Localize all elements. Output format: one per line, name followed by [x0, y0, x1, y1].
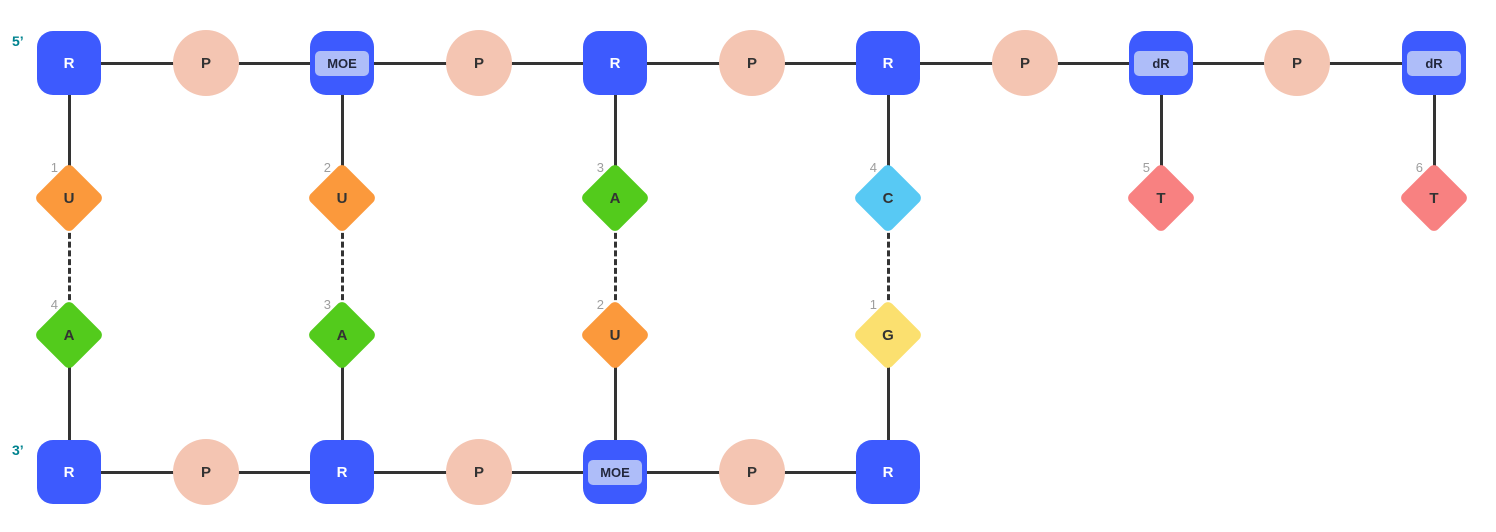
phosphate-label: P [473, 463, 484, 481]
phosphate-label: P [746, 54, 757, 72]
base-position-number: 3 [596, 160, 604, 175]
sugar-node-dr[interactable]: dR [1129, 31, 1193, 95]
glycosidic-bond-line [1159, 63, 1163, 198]
modified-sugar-pill-label: dR [1134, 50, 1188, 76]
base-letter: C [882, 189, 894, 207]
sugar-label: R [63, 463, 75, 481]
sugar-node-r[interactable]: R [37, 31, 101, 95]
base-pair-bond-line [67, 198, 71, 335]
base-position-number: 1 [869, 297, 877, 312]
base-position-number: 3 [323, 297, 331, 312]
base-position-number: 4 [50, 297, 58, 312]
base-letter: A [609, 189, 621, 207]
phosphate-node-p[interactable]: P [446, 30, 512, 96]
sugar-node-r[interactable]: R [856, 31, 920, 95]
base-pair-bond-line [886, 198, 890, 335]
phosphate-node-p[interactable]: P [719, 30, 785, 96]
base-letter: U [609, 326, 621, 344]
phosphate-label: P [1019, 54, 1030, 72]
sugar-node-dr[interactable]: dR [1402, 31, 1466, 95]
base-letter: A [336, 326, 348, 344]
base-letter: U [63, 189, 75, 207]
phosphate-label: P [200, 463, 211, 481]
phosphate-node-p[interactable]: P [992, 30, 1058, 96]
base-letter: G [882, 326, 894, 344]
sugar-node-moe[interactable]: MOE [583, 440, 647, 504]
sugar-label: R [882, 463, 894, 481]
phosphate-node-p[interactable]: P [719, 439, 785, 505]
phosphate-label: P [746, 463, 757, 481]
glycosidic-bond-line [886, 335, 890, 472]
glycosidic-bond-line [340, 335, 344, 472]
base-pair-bond-line [340, 198, 344, 335]
modified-sugar-pill-label: MOE [588, 459, 642, 485]
base-letter: A [63, 326, 75, 344]
sugar-label: R [609, 54, 621, 72]
base-position-number: 2 [596, 297, 604, 312]
base-position-number: 6 [1415, 160, 1423, 175]
sugar-label: R [63, 54, 75, 72]
glycosidic-bond-line [340, 63, 344, 198]
phosphate-label: P [1291, 54, 1302, 72]
phosphate-node-p[interactable]: P [173, 30, 239, 96]
sugar-node-r[interactable]: R [856, 440, 920, 504]
base-position-number: 2 [323, 160, 331, 175]
sugar-label: R [336, 463, 348, 481]
base-letter: U [336, 189, 348, 207]
modified-sugar-pill-label: MOE [315, 50, 369, 76]
base-letter: T [1429, 189, 1439, 207]
glycosidic-bond-line [1432, 63, 1436, 198]
phosphate-node-p[interactable]: P [446, 439, 512, 505]
glycosidic-bond-line [886, 63, 890, 198]
modified-sugar-pill-label: dR [1407, 50, 1461, 76]
base-position-number: 4 [869, 160, 877, 175]
sugar-label: R [882, 54, 894, 72]
phosphate-label: P [473, 54, 484, 72]
phosphate-node-p[interactable]: P [173, 439, 239, 505]
glycosidic-bond-line [67, 335, 71, 472]
glycosidic-bond-line [67, 63, 71, 198]
base-position-number: 5 [1142, 160, 1150, 175]
three-prime-label: 3’ [12, 442, 24, 458]
phosphate-node-p[interactable]: P [1264, 30, 1330, 96]
sugar-node-r[interactable]: R [310, 440, 374, 504]
base-position-number: 1 [50, 160, 58, 175]
glycosidic-bond-line [613, 335, 617, 472]
five-prime-label: 5’ [12, 33, 24, 49]
sugar-node-moe[interactable]: MOE [310, 31, 374, 95]
sugar-node-r[interactable]: R [37, 440, 101, 504]
glycosidic-bond-line [613, 63, 617, 198]
sugar-node-r[interactable]: R [583, 31, 647, 95]
base-letter: T [1156, 189, 1166, 207]
phosphate-label: P [200, 54, 211, 72]
base-pair-bond-line [613, 198, 617, 335]
